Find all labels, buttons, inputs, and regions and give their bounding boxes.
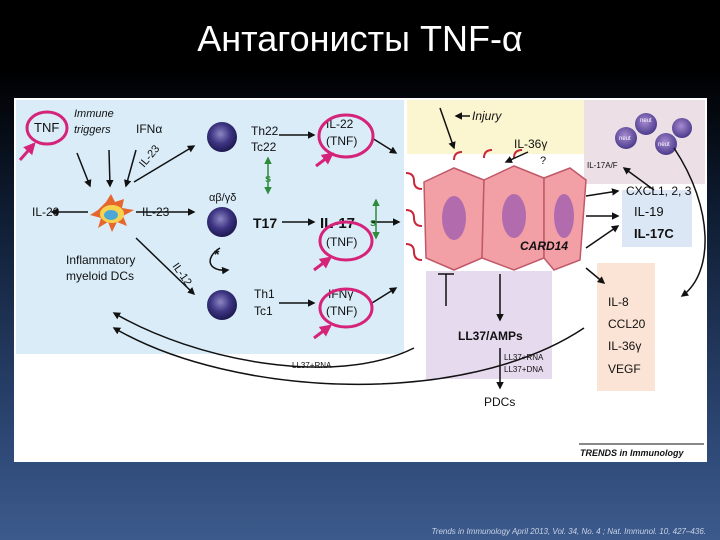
th22-label: Th22 — [251, 124, 279, 138]
tnf-t17-circle — [318, 220, 374, 262]
s-label-2: s — [370, 217, 376, 229]
pdcs-label: PDCs — [484, 395, 515, 409]
dendritic-cell-icon — [90, 194, 134, 232]
ll37-rna-label: LL37+RNA — [292, 361, 332, 370]
tc1-label: Tc1 — [254, 304, 273, 318]
neut-label-2: neut — [619, 136, 631, 142]
il8-label: IL-8 — [608, 295, 629, 309]
neutrophil-icon — [655, 133, 677, 155]
card14-label: CARD14 — [520, 239, 568, 253]
tnf-th22-label: (TNF) — [326, 134, 357, 148]
immune-triggers-line2: triggers — [74, 124, 111, 136]
keratinocyte-layer — [423, 165, 587, 271]
tnf-pointer-arrows — [18, 142, 334, 340]
injury-label: Injury — [472, 109, 502, 123]
neut-label-3: neut — [658, 142, 670, 148]
il36g-label: IL-36γ — [608, 339, 641, 353]
ab-gd-label: αβ/γδ — [209, 192, 236, 204]
citation-caption: Trends in Immunology April 2013, Vol. 34… — [431, 527, 706, 536]
slide-title: Антагонисты TNF-α — [197, 18, 523, 59]
ll37-dna-label: LL37+DNA — [504, 365, 544, 374]
tnf-highlights — [25, 110, 375, 329]
green-signal-arrows — [264, 156, 380, 240]
myeloid-dc-line2: myeloid DCs — [66, 269, 134, 283]
ifna-label: IFNα — [136, 122, 162, 136]
ll37-amps-label: LL37/AMPs — [458, 329, 523, 343]
vegf-label: VEGF — [608, 362, 641, 376]
keratinocyte-arrows — [439, 107, 706, 390]
pathway-diagram: TNF Immune triggers IFNα IL-23 IL-20 IL-… — [16, 100, 706, 458]
t17-cell-icon — [207, 207, 237, 237]
neut-label-1: neut — [640, 118, 652, 124]
il19-box — [622, 203, 692, 247]
neutrophil-icon — [635, 113, 657, 135]
journal-mark: TRENDS in Immunology — [580, 448, 684, 458]
th1-cell-icon — [207, 290, 237, 320]
ll37-rna-right-label: LL37+RNA — [504, 353, 544, 362]
tnf-th22-circle — [317, 113, 375, 159]
il36g-top-label: IL-36γ — [514, 137, 547, 151]
receptor-icons — [405, 149, 523, 261]
myeloid-dc-line1: Inflammatory — [66, 253, 135, 267]
psoriasis-pathway-figure: TNF Immune triggers IFNα IL-23 IL-20 IL-… — [14, 98, 707, 462]
tnf-th1-circle — [318, 287, 374, 329]
tnf-trigger-circle — [25, 110, 69, 146]
tnf-t17-label: (TNF) — [326, 235, 357, 249]
tc22-label: Tc22 — [251, 140, 277, 154]
question-mark-label: ? — [540, 155, 546, 167]
tnf-trigger-label: TNF — [34, 120, 59, 135]
neutrophil-icon — [672, 118, 692, 138]
tnf-th1-label: (TNF) — [326, 304, 357, 318]
il17af-label: IL-17A/F — [587, 161, 618, 170]
cxcl-label: CXCL1, 2, 3 — [626, 184, 692, 198]
th22-cell-icon — [207, 122, 237, 152]
il17c-label: IL-17C — [634, 226, 674, 241]
ccl20-label: CCL20 — [608, 317, 646, 331]
amp-panel — [426, 271, 552, 379]
t17-label: T17 — [253, 215, 277, 231]
cytokine-panel — [597, 263, 655, 391]
immune-triggers-line1: Immune — [74, 108, 114, 120]
inhibition-lines — [438, 273, 454, 306]
asterisk-label: * — [214, 246, 220, 262]
il22-label: IL-22 — [326, 117, 354, 131]
il19-label: IL-19 — [634, 204, 664, 219]
th1-label: Th1 — [254, 287, 275, 301]
neutrophil-icon — [615, 127, 637, 149]
neutrophil-icons — [615, 113, 692, 155]
injury-panel — [407, 100, 587, 154]
immune-arrows — [50, 131, 585, 386]
